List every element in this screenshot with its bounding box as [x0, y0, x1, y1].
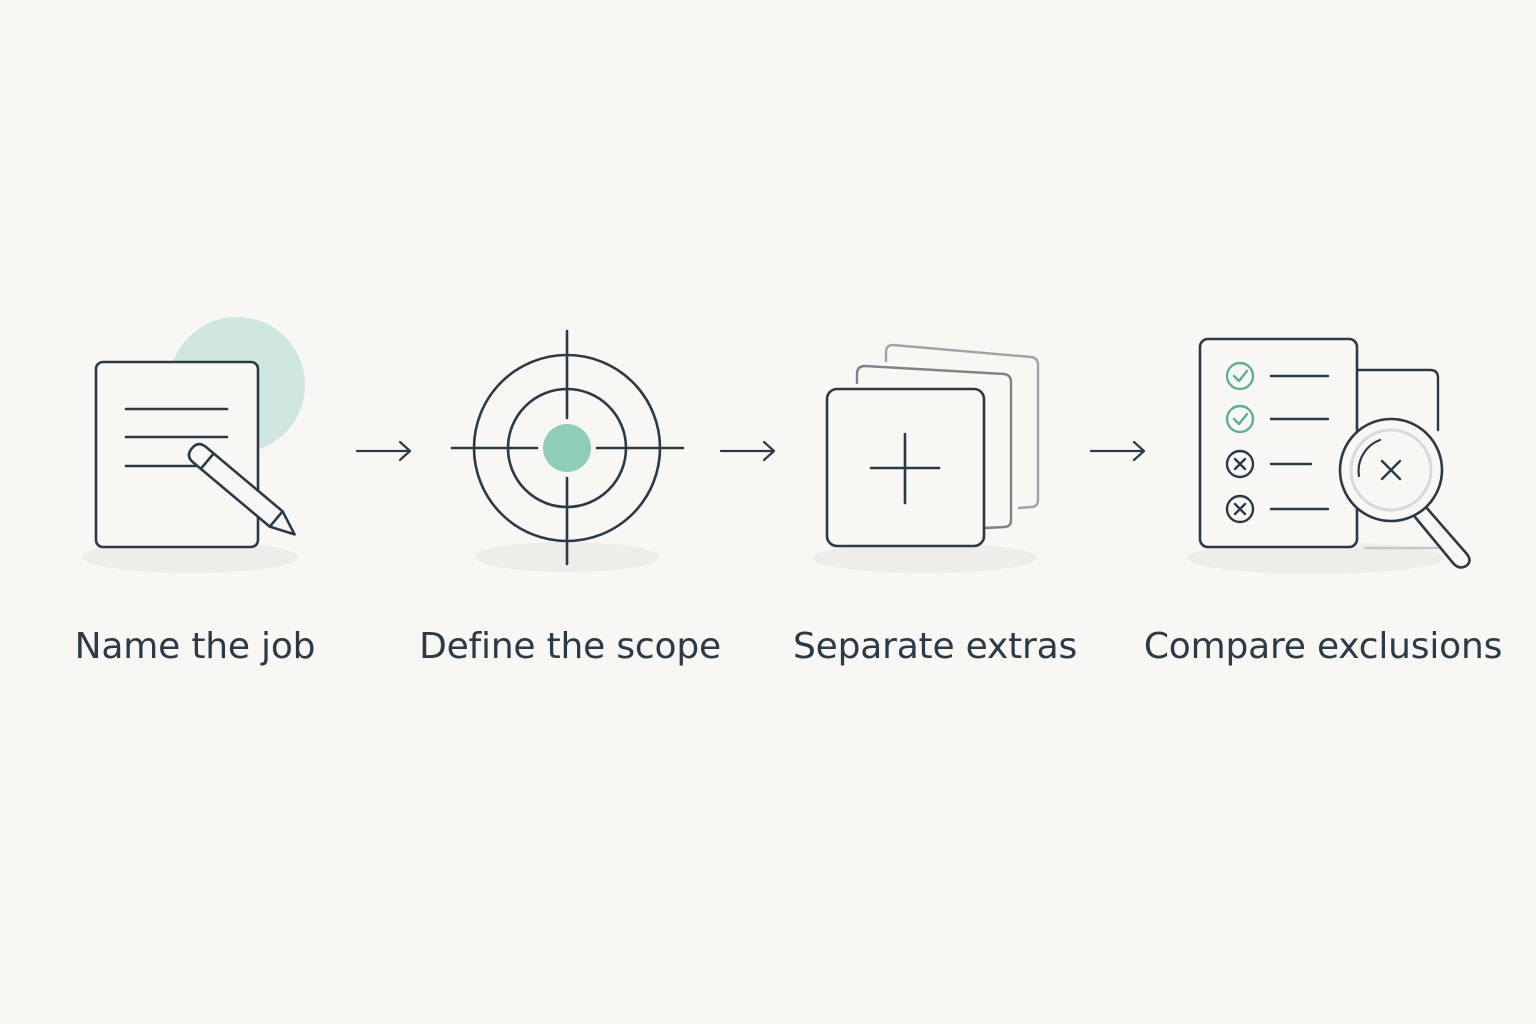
- check-icon: [1225, 361, 1255, 391]
- document-pencil-icon: [82, 317, 305, 573]
- cross-circle-icon: [1225, 494, 1255, 524]
- icon-shadow: [82, 541, 298, 573]
- target-crosshair-icon: [450, 329, 685, 572]
- arrow-right-icon: [719, 440, 776, 462]
- step-label-separate-extras: Separate extras: [792, 626, 1078, 667]
- arrow-right-icon: [1089, 440, 1146, 462]
- pencil: [187, 442, 301, 543]
- cross-circle-icon: [1225, 449, 1255, 479]
- step-label-define-the-scope: Define the scope: [419, 626, 721, 667]
- step-label-name-the-job: Name the job: [74, 626, 316, 667]
- target-center-dot: [543, 424, 591, 472]
- arrow-right-icon: [355, 440, 412, 462]
- checklist-sheet: [1198, 337, 1359, 549]
- lens-glint: [1357, 438, 1382, 478]
- magnifier-icon: [1338, 417, 1471, 569]
- back-sheet: [1355, 368, 1440, 432]
- middle-card: [855, 364, 1013, 530]
- document-sheet: [94, 360, 260, 549]
- checklist-magnifier-icon: [1187, 337, 1471, 574]
- magnifier-inner-ring: [1349, 428, 1433, 512]
- check-icon: [1225, 404, 1255, 434]
- back-card: [884, 343, 1040, 510]
- step-label-compare-exclusions: Compare exclusions: [1143, 626, 1503, 667]
- stacked-cards-plus-icon: [813, 343, 1040, 573]
- icon-shadow: [1187, 542, 1443, 574]
- icon-shadow: [813, 543, 1037, 573]
